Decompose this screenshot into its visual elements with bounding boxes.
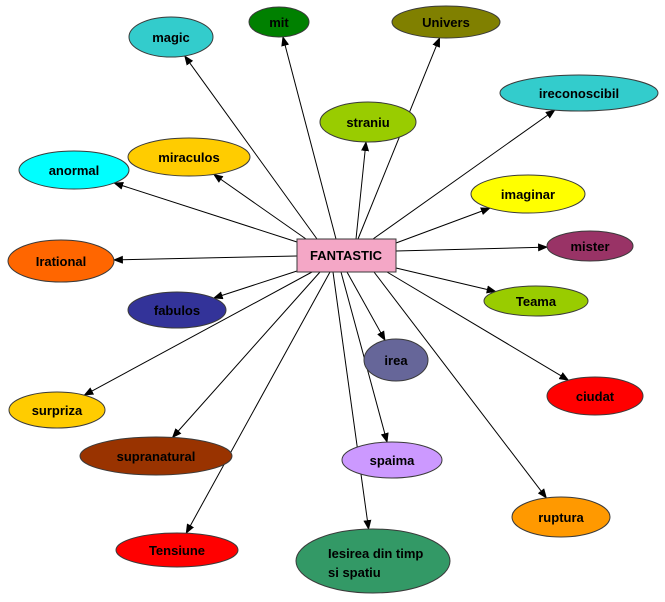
label-anormal: anormal: [49, 163, 100, 178]
ellipse-magic: [128, 16, 214, 58]
ellipse-iesirea: [295, 528, 451, 594]
label-supranatural: supranatural: [117, 449, 196, 464]
node-miraculos: miraculos: [127, 137, 251, 177]
ellipse-straniu: [319, 101, 417, 143]
node-imaginar: imaginar: [470, 174, 586, 214]
label-spaima: spaima: [370, 453, 416, 468]
ellipse-ireconoscibil: [499, 74, 659, 112]
label-irea: irea: [384, 353, 408, 368]
node-surpriza: surpriza: [8, 391, 106, 429]
label-tensiune: Tensiune: [149, 543, 205, 558]
center-label: FANTASTIC: [310, 248, 383, 263]
label-univers: Univers: [422, 15, 470, 30]
label-ireconoscibil: ireconoscibil: [539, 86, 619, 101]
node-anormal: anormal: [18, 150, 130, 190]
arrow-to-surpriza: [83, 271, 313, 396]
label-imaginar: imaginar: [501, 187, 555, 202]
label-ruptura: ruptura: [538, 510, 584, 525]
arrow-to-tensiune: [185, 271, 331, 535]
node-spaima: spaima: [341, 441, 443, 479]
ellipse-ciudat: [546, 376, 644, 416]
node-tensiune: Tensiune: [115, 532, 239, 568]
label-magic: magic: [152, 30, 190, 45]
node-supranatural: supranatural: [79, 436, 233, 476]
node-ireconoscibil: ireconoscibil: [499, 74, 659, 112]
label-mit: mit: [269, 15, 289, 30]
node-mit: mit: [248, 6, 310, 38]
arrow-to-magic: [184, 55, 318, 240]
arrow-to-irea: [346, 271, 386, 342]
arrow-to-ireconoscibil: [372, 109, 556, 240]
label-teama: Teama: [516, 294, 557, 309]
node-univers: Univers: [391, 5, 501, 39]
node-magic: magic: [128, 16, 214, 58]
ellipse-miraculos: [127, 137, 251, 177]
ellipse-fabulos: [127, 291, 227, 329]
ellipse-imaginar: [470, 174, 586, 214]
node-ciudat: ciudat: [546, 376, 644, 416]
arrow-to-iesirea: [332, 271, 372, 531]
arrow-to-mister: [395, 243, 549, 252]
ellipse-mit: [248, 6, 310, 38]
label-irational: Irational: [36, 254, 87, 269]
label-ciudat: ciudat: [576, 389, 615, 404]
node-irational: Irational: [7, 239, 115, 283]
ellipse-irea: [363, 338, 429, 382]
ellipse-tensiune: [115, 532, 239, 568]
label-iesirea: Iesirea din timp si spatiu: [328, 546, 423, 580]
node-fabulos: fabulos: [127, 291, 227, 329]
ellipse-anormal: [18, 150, 130, 190]
node-teama: Teama: [483, 285, 589, 317]
ellipse-univers: [391, 5, 501, 39]
ellipse-teama: [483, 285, 589, 317]
arrow-to-ruptura: [373, 271, 548, 499]
arrow-to-miraculos: [212, 173, 307, 240]
arrow-to-irational: [112, 255, 298, 264]
arrow-to-anormal: [113, 181, 298, 243]
ellipse-surpriza: [8, 391, 106, 429]
arrow-to-mit: [281, 35, 337, 240]
ellipse-spaima: [341, 441, 443, 479]
ellipse-irational: [7, 239, 115, 283]
concept-nodes: magic mit Univers ireconoscibil straniu mirac…: [7, 5, 659, 594]
ellipse-supranatural: [79, 436, 233, 476]
center-box: [296, 238, 397, 273]
node-ruptura: ruptura: [511, 496, 611, 538]
arrow-to-ciudat: [386, 271, 570, 381]
label-fabulos: fabulos: [154, 303, 200, 318]
node-mister: mister: [546, 230, 634, 262]
arrow-to-supranatural: [171, 271, 321, 439]
arrow-to-imaginar: [395, 207, 491, 244]
ellipse-mister: [546, 230, 634, 262]
node-iesirea: Iesirea din timp si spatiu: [295, 528, 451, 594]
arrow-to-univers: [357, 36, 441, 240]
arrow-to-fabulos: [212, 270, 298, 300]
node-irea: irea: [363, 338, 429, 382]
arrow-to-teama: [395, 267, 497, 294]
label-iesirea-line-1: Iesirea din timp: [328, 546, 423, 561]
label-surpriza: surpriza: [32, 403, 83, 418]
label-mister: mister: [570, 239, 609, 254]
node-straniu: straniu: [319, 101, 417, 143]
label-straniu: straniu: [346, 115, 389, 130]
ellipse-ruptura: [511, 496, 611, 538]
label-miraculos: miraculos: [158, 150, 219, 165]
label-iesirea-line-2: si spatiu: [328, 565, 381, 580]
center-node: FANTASTIC: [296, 238, 397, 273]
arrow-to-straniu: [355, 141, 370, 240]
